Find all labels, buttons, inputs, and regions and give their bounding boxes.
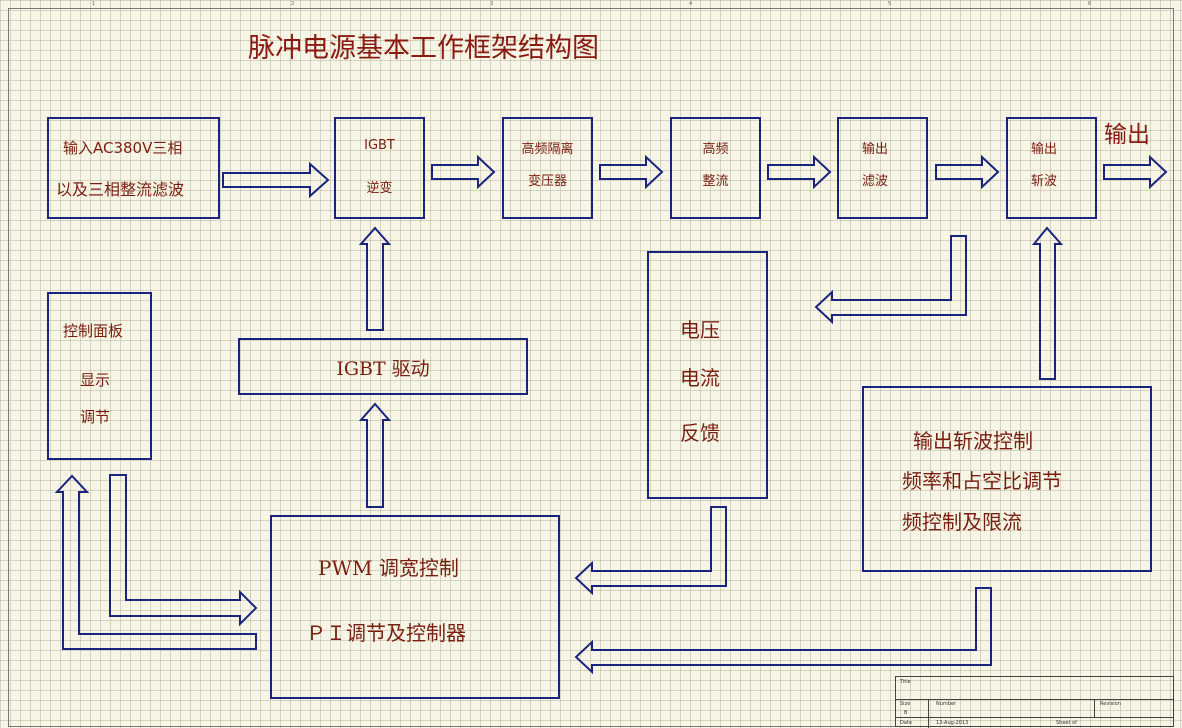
title-block-date-value: 13-Aug-2013 [936, 720, 969, 726]
title-block: Title Size B Number Revision Date 13-Aug… [895, 676, 1174, 728]
ruler-label-4: 4 [689, 1, 693, 7]
arrow-driver-to-inverter [358, 226, 392, 331]
ruler-label-3: 3 [490, 1, 494, 7]
output-chopper-box [1006, 117, 1097, 219]
drawing-frame [8, 8, 1174, 727]
title-block-number-label: Number [936, 701, 957, 707]
diagram-title: 脉冲电源基本工作框架结构图 [248, 33, 599, 64]
hf-rectifier-box [670, 117, 761, 219]
hf-rectifier-line2: 整流 [702, 174, 729, 189]
arrow-panel-to-pwm [109, 474, 258, 627]
arrow-filter-to-chopper [935, 154, 1000, 190]
igbt-driver-label: IGBT 驱动 [336, 358, 430, 380]
output-chopper-line2: 斩波 [1031, 174, 1058, 189]
pwm-line1: PWM 调宽控制 [318, 556, 459, 580]
hf-transformer-line2: 变压器 [527, 174, 567, 189]
title-block-title-label: Title [900, 679, 911, 685]
arrow-pwm-to-driver [358, 402, 392, 508]
title-block-size-value: B [904, 710, 908, 716]
title-block-sheet-label: Sheet of [1056, 720, 1077, 726]
arrow-feedback-to-pwm [574, 506, 727, 596]
ruler-label-6: 6 [1088, 1, 1092, 7]
chopper-control-line2: 频率和占空比调节 [902, 469, 1062, 493]
control-panel-line2: 显示 [80, 371, 111, 389]
control-panel-box [47, 292, 152, 460]
ruler-label-1: 1 [92, 1, 96, 7]
output-filter-box [837, 117, 928, 219]
arrow-output-to-feedback [814, 235, 967, 325]
feedback-line3: 反馈 [680, 421, 720, 445]
arrow-pwm-to-panel [54, 474, 257, 650]
output-chopper-line1: 输出 [1031, 142, 1058, 157]
arrow-inverter-to-transformer [431, 154, 496, 190]
arrow-input-to-inverter [222, 161, 330, 199]
chopper-control-box [862, 386, 1152, 572]
igbt-inverter-box [334, 117, 425, 219]
hf-rectifier-line1: 高频 [702, 142, 729, 157]
title-block-size-label: Size [900, 701, 911, 707]
arrow-chopper-to-output [1103, 154, 1168, 190]
title-block-revision-label: Revision [1100, 701, 1121, 707]
pwm-line2: ＰＩ调节及控制器 [306, 621, 466, 645]
hf-transformer-line1: 高频隔离 [521, 142, 574, 157]
pwm-controller-box [270, 515, 560, 699]
output-filter-line2: 滤波 [862, 174, 889, 189]
ruler-label-2: 2 [291, 1, 295, 7]
igbt-inverter-line2: 逆变 [366, 181, 393, 196]
feedback-line1: 电压 [680, 318, 720, 342]
title-block-date-label: Date [900, 720, 912, 726]
input-line1: 输入AC380V三相 [63, 139, 183, 157]
control-panel-line3: 调节 [80, 408, 111, 426]
chopper-control-line1: 输出斩波控制 [913, 429, 1033, 453]
igbt-driver-box [238, 338, 528, 395]
arrow-rectifier-to-filter [767, 154, 832, 190]
arrow-transformer-to-rectifier [599, 154, 664, 190]
input-rectifier-box [47, 117, 220, 219]
ruler-label-5: 5 [888, 1, 892, 7]
feedback-box [647, 251, 768, 499]
chopper-control-line3: 频控制及限流 [902, 510, 1022, 534]
hf-transformer-box [502, 117, 593, 219]
arrow-control-to-chopper [1031, 226, 1064, 380]
feedback-line2: 电流 [680, 366, 720, 390]
arrow-chopper-control-to-pwm [574, 587, 992, 675]
input-line2: 以及三相整流滤波 [56, 180, 185, 199]
output-filter-line1: 输出 [862, 142, 889, 157]
igbt-inverter-line1: IGBT [364, 138, 395, 153]
output-label: 输出 [1104, 122, 1150, 148]
control-panel-line1: 控制面板 [63, 322, 124, 340]
